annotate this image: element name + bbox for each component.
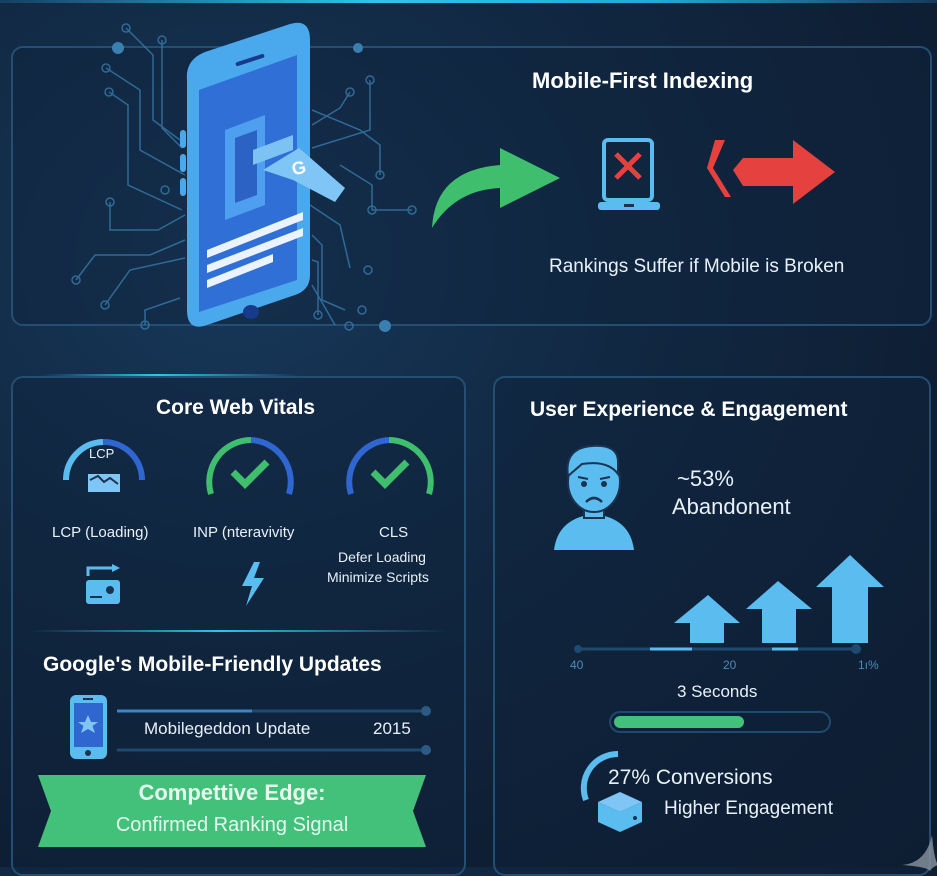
phone-star-icon (70, 695, 107, 759)
inp-label: INP (nteravivity (193, 524, 295, 541)
sparkle-icon (902, 835, 937, 871)
axis-tick-10pct: 1ı% (858, 658, 879, 672)
phone-illustration (180, 22, 345, 327)
engagement-label: Higher Engagement (664, 798, 833, 819)
axis-tick-40: 40 (570, 658, 584, 672)
cls-gauge (346, 437, 434, 495)
broken-laptop-icon (598, 138, 660, 210)
updates-title: Google's Mobile-Friendly Updates (43, 653, 382, 676)
growth-arrows-chart (574, 555, 884, 654)
image-transfer-icon (86, 564, 120, 604)
load-time-label: 3 Seconds (677, 682, 758, 701)
load-progress-fill (614, 716, 744, 728)
load-progress-bar (609, 711, 831, 733)
lcp-gauge-label: LCP (89, 446, 115, 461)
panel-glow (40, 374, 300, 376)
cls-tip-defer: Defer Loading (338, 549, 426, 565)
conversion-box-icon (580, 750, 642, 832)
banner-line2: Confirmed Ranking Signal (115, 814, 349, 836)
abandon-percentage: ~53% (677, 466, 734, 491)
ux-title: User Experience & Engagement (530, 398, 848, 421)
section-divider-glow (30, 630, 450, 632)
conversions-stat: 27% Conversions (608, 766, 773, 789)
top-glow-line (0, 0, 937, 3)
competitive-edge-banner (38, 775, 426, 847)
timeline-track (117, 706, 431, 755)
mobile-first-title: Mobile-First Indexing (532, 68, 754, 93)
frustrated-user-icon (554, 444, 634, 550)
cls-tip-minimize: Minimize Scripts (327, 569, 429, 585)
axis-tick-20: 20 (723, 658, 737, 672)
rankings-caption: Rankings Suffer if Mobile is Broken (549, 256, 845, 277)
broken-red-arrow-icon (707, 140, 835, 204)
timeline-item-name: Mobilegeddon Update (144, 719, 311, 738)
lcp-gauge (63, 438, 145, 492)
circuit-lines-decoration (71, 23, 417, 332)
banner-line1: Compettive Edge: (138, 780, 326, 805)
inp-gauge (206, 437, 294, 495)
lightning-icon (242, 562, 264, 606)
lcp-label: LCP (Loading) (52, 524, 149, 541)
cls-label: CLS (379, 524, 409, 541)
timeline-item-year: 2015 (373, 719, 411, 738)
core-web-vitals-title: Core Web Vitals (156, 396, 316, 419)
green-curved-arrow-icon (432, 148, 560, 228)
abandon-label: Abandonent (672, 494, 791, 519)
